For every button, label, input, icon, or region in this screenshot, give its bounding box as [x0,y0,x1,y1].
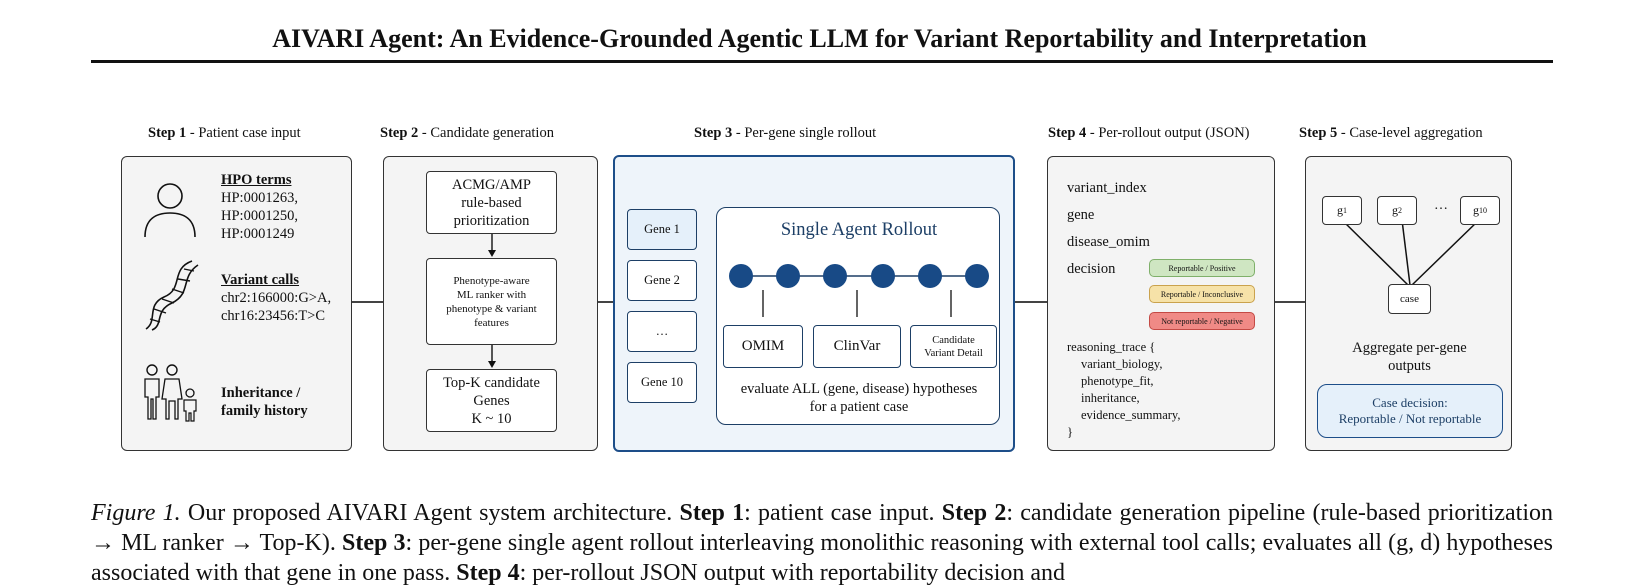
json-field: variant_index [1067,180,1147,196]
connector-2-3 [597,301,614,303]
step-dot [871,264,895,288]
gene-box: Gene 10 [627,362,697,403]
step4-panel: variant_index gene disease_omim decision… [1047,156,1275,451]
clinvar-tool: ClinVar [813,325,901,368]
step-dot [965,264,989,288]
connector-4-5 [1274,301,1306,303]
step4-label: Step 4 - Per-rollout output (JSON) [1048,125,1250,141]
inheritance-label: Inheritance / family history [221,385,308,419]
step-dot [729,264,753,288]
hpo-term: HP:0001249 [221,226,295,242]
aggregation-lines [1341,219,1480,286]
figure-caption: Figure 1. Our proposed AIVARI Agent syst… [91,500,1554,586]
json-field: disease_omim [1067,234,1150,250]
arrow-down-icon [488,345,496,368]
connector-3-4 [1014,301,1048,303]
omim-tool: OMIM [723,325,803,368]
hpo-heading: HPO terms [221,172,292,188]
case-node: case [1388,284,1431,314]
person-icon [144,183,196,238]
gene-box: Gene 1 [627,209,697,250]
pill-negative: Not reportable / Negative [1149,312,1255,330]
rollout-chain [729,264,989,317]
step-dot [776,264,800,288]
rollout-box: Single Agent Rollout OMIM ClinVar Candid… [716,207,1000,425]
gene-output-ellipsis: … [1434,198,1448,213]
connector-1-2 [351,301,384,303]
figure-title: AIVARI Agent: An Evidence-Grounded Agent… [272,24,1367,53]
reasoning-trace: reasoning_trace { variant_biology, pheno… [1067,340,1181,439]
gene-box: Gene 2 [627,260,697,301]
family-icon [144,364,197,422]
step3-panel: Gene 1 Gene 2 … Gene 10 Single Agent Rol… [613,155,1015,452]
step-dot [823,264,847,288]
pill-inconclusive: Reportable / Inconclusive [1149,285,1255,303]
step1-label: Step 1 - Patient case input [148,125,301,141]
hpo-term: HP:0001250, [221,208,298,224]
step3-label: Step 3 - Per-gene single rollout [694,125,877,141]
variant-heading: Variant calls [221,272,300,288]
arrow-down-icon [488,234,496,257]
variant-call: chr2:166000:G>A, [221,290,332,306]
title-rule [91,60,1553,63]
variant-call: chr16:23456:T>C [221,308,326,324]
hpo-terms: HPO terms HP:0001263, HP:0001250, HP:000… [221,171,298,243]
hpo-term: HP:0001263, [221,190,298,206]
dna-icon [145,260,199,331]
step-dot [918,264,942,288]
json-field: gene [1067,207,1095,223]
json-field: decision [1067,261,1116,277]
case-decision-box: Case decision:Reportable / Not reportabl… [1317,384,1503,438]
gene-box-ellipsis: … [627,311,697,352]
step1-panel: HPO terms HP:0001263, HP:0001250, HP:000… [121,156,352,451]
rollout-title: Single Agent Rollout [780,220,938,240]
variant-calls: Variant calls chr2:166000:G>A, chr16:234… [221,271,331,325]
step2-label: Step 2 - Candidate generation [380,125,554,141]
pill-positive: Reportable / Positive [1149,259,1255,277]
step5-label: Step 5 - Case-level aggregation [1299,125,1483,141]
